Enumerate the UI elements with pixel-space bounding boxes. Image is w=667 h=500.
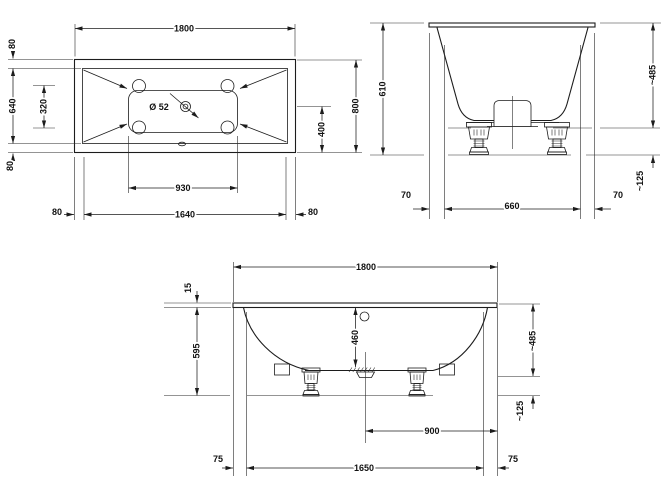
dim-end-height-label: 610 (378, 81, 388, 96)
dim-plan-rim-left-label: 80 (52, 207, 62, 217)
dim-plan-rim-bottom-label: 80 (5, 161, 15, 171)
dim-plan-rim-right-label: 80 (308, 207, 318, 217)
dim-end-adjustable-feet-label: ~125 (635, 171, 645, 191)
overflow-symbol (178, 141, 186, 147)
end-dimensions: 610 ~485 ~125 660 70 70 (370, 22, 661, 219)
plan-view: 1800 80 640 80 320 800 400 930 1640 80 8… (3, 22, 362, 222)
end-section-view: 610 ~485 ~125 660 70 70 (370, 22, 661, 219)
overflow-hole (359, 311, 370, 322)
dim-plan-shell-length-label: 1640 (175, 210, 195, 220)
dim-plan-rim-top-label: 80 (7, 39, 17, 49)
dim-end-overhang-right-label: 70 (613, 190, 623, 200)
dim-plan-width-label: 800 (351, 98, 361, 113)
foot-position-circle (132, 120, 146, 135)
end-tub-outline (428, 22, 596, 155)
long-tub-outline (232, 302, 498, 443)
dim-end-rim-to-support-label: ~485 (648, 65, 658, 85)
dim-plan-floor-length-label: 930 (175, 183, 190, 193)
dim-long-overhang-right-label: 75 (508, 454, 518, 464)
plan-tub-outline (73, 58, 297, 154)
long-section-view: 1800 15 595 460 ~485 ~125 900 1650 75 75 (164, 260, 540, 476)
dim-plan-length-label: 1800 (174, 24, 194, 34)
dim-plan-drain-offset-label: 400 (317, 122, 327, 137)
plan-dimensions: 1800 80 640 80 320 800 400 930 1640 80 8… (3, 22, 362, 222)
foot-position-circle (220, 120, 235, 135)
dim-long-body-height-label: 595 (192, 343, 202, 358)
drain-outlet-symbol (348, 352, 376, 443)
dim-plan-feet-span-label: 320 (39, 99, 49, 114)
support-bracket (274, 363, 290, 376)
dim-end-overhang-left-label: 70 (401, 190, 411, 200)
dim-long-body-length-label: 1650 (354, 463, 374, 473)
dim-long-rim-thickness-label: 15 (183, 283, 193, 293)
tub-rim (232, 302, 498, 309)
dim-long-overhang-left-label: 75 (213, 454, 223, 464)
tub-rim (428, 22, 596, 28)
dim-end-base-width-label: 660 (504, 201, 519, 211)
foot-position-circle (132, 79, 146, 93)
drain-diameter-label: Ø 52 (149, 102, 169, 112)
long-dimensions: 1800 15 595 460 ~485 ~125 900 1650 75 75 (164, 260, 540, 476)
dim-long-length-label: 1800 (356, 262, 376, 272)
drain-symbol (169, 93, 199, 119)
dim-long-rim-to-support-label: ~485 (528, 331, 538, 351)
dim-long-drain-to-end-label: 900 (424, 426, 439, 436)
support-bracket (439, 363, 455, 376)
dim-plan-inner-width-label: 640 (8, 98, 18, 113)
foot-position-circle (220, 79, 235, 93)
dim-long-adjustable-feet-label: ~125 (515, 401, 525, 421)
dim-long-depth-label: 460 (350, 330, 360, 345)
